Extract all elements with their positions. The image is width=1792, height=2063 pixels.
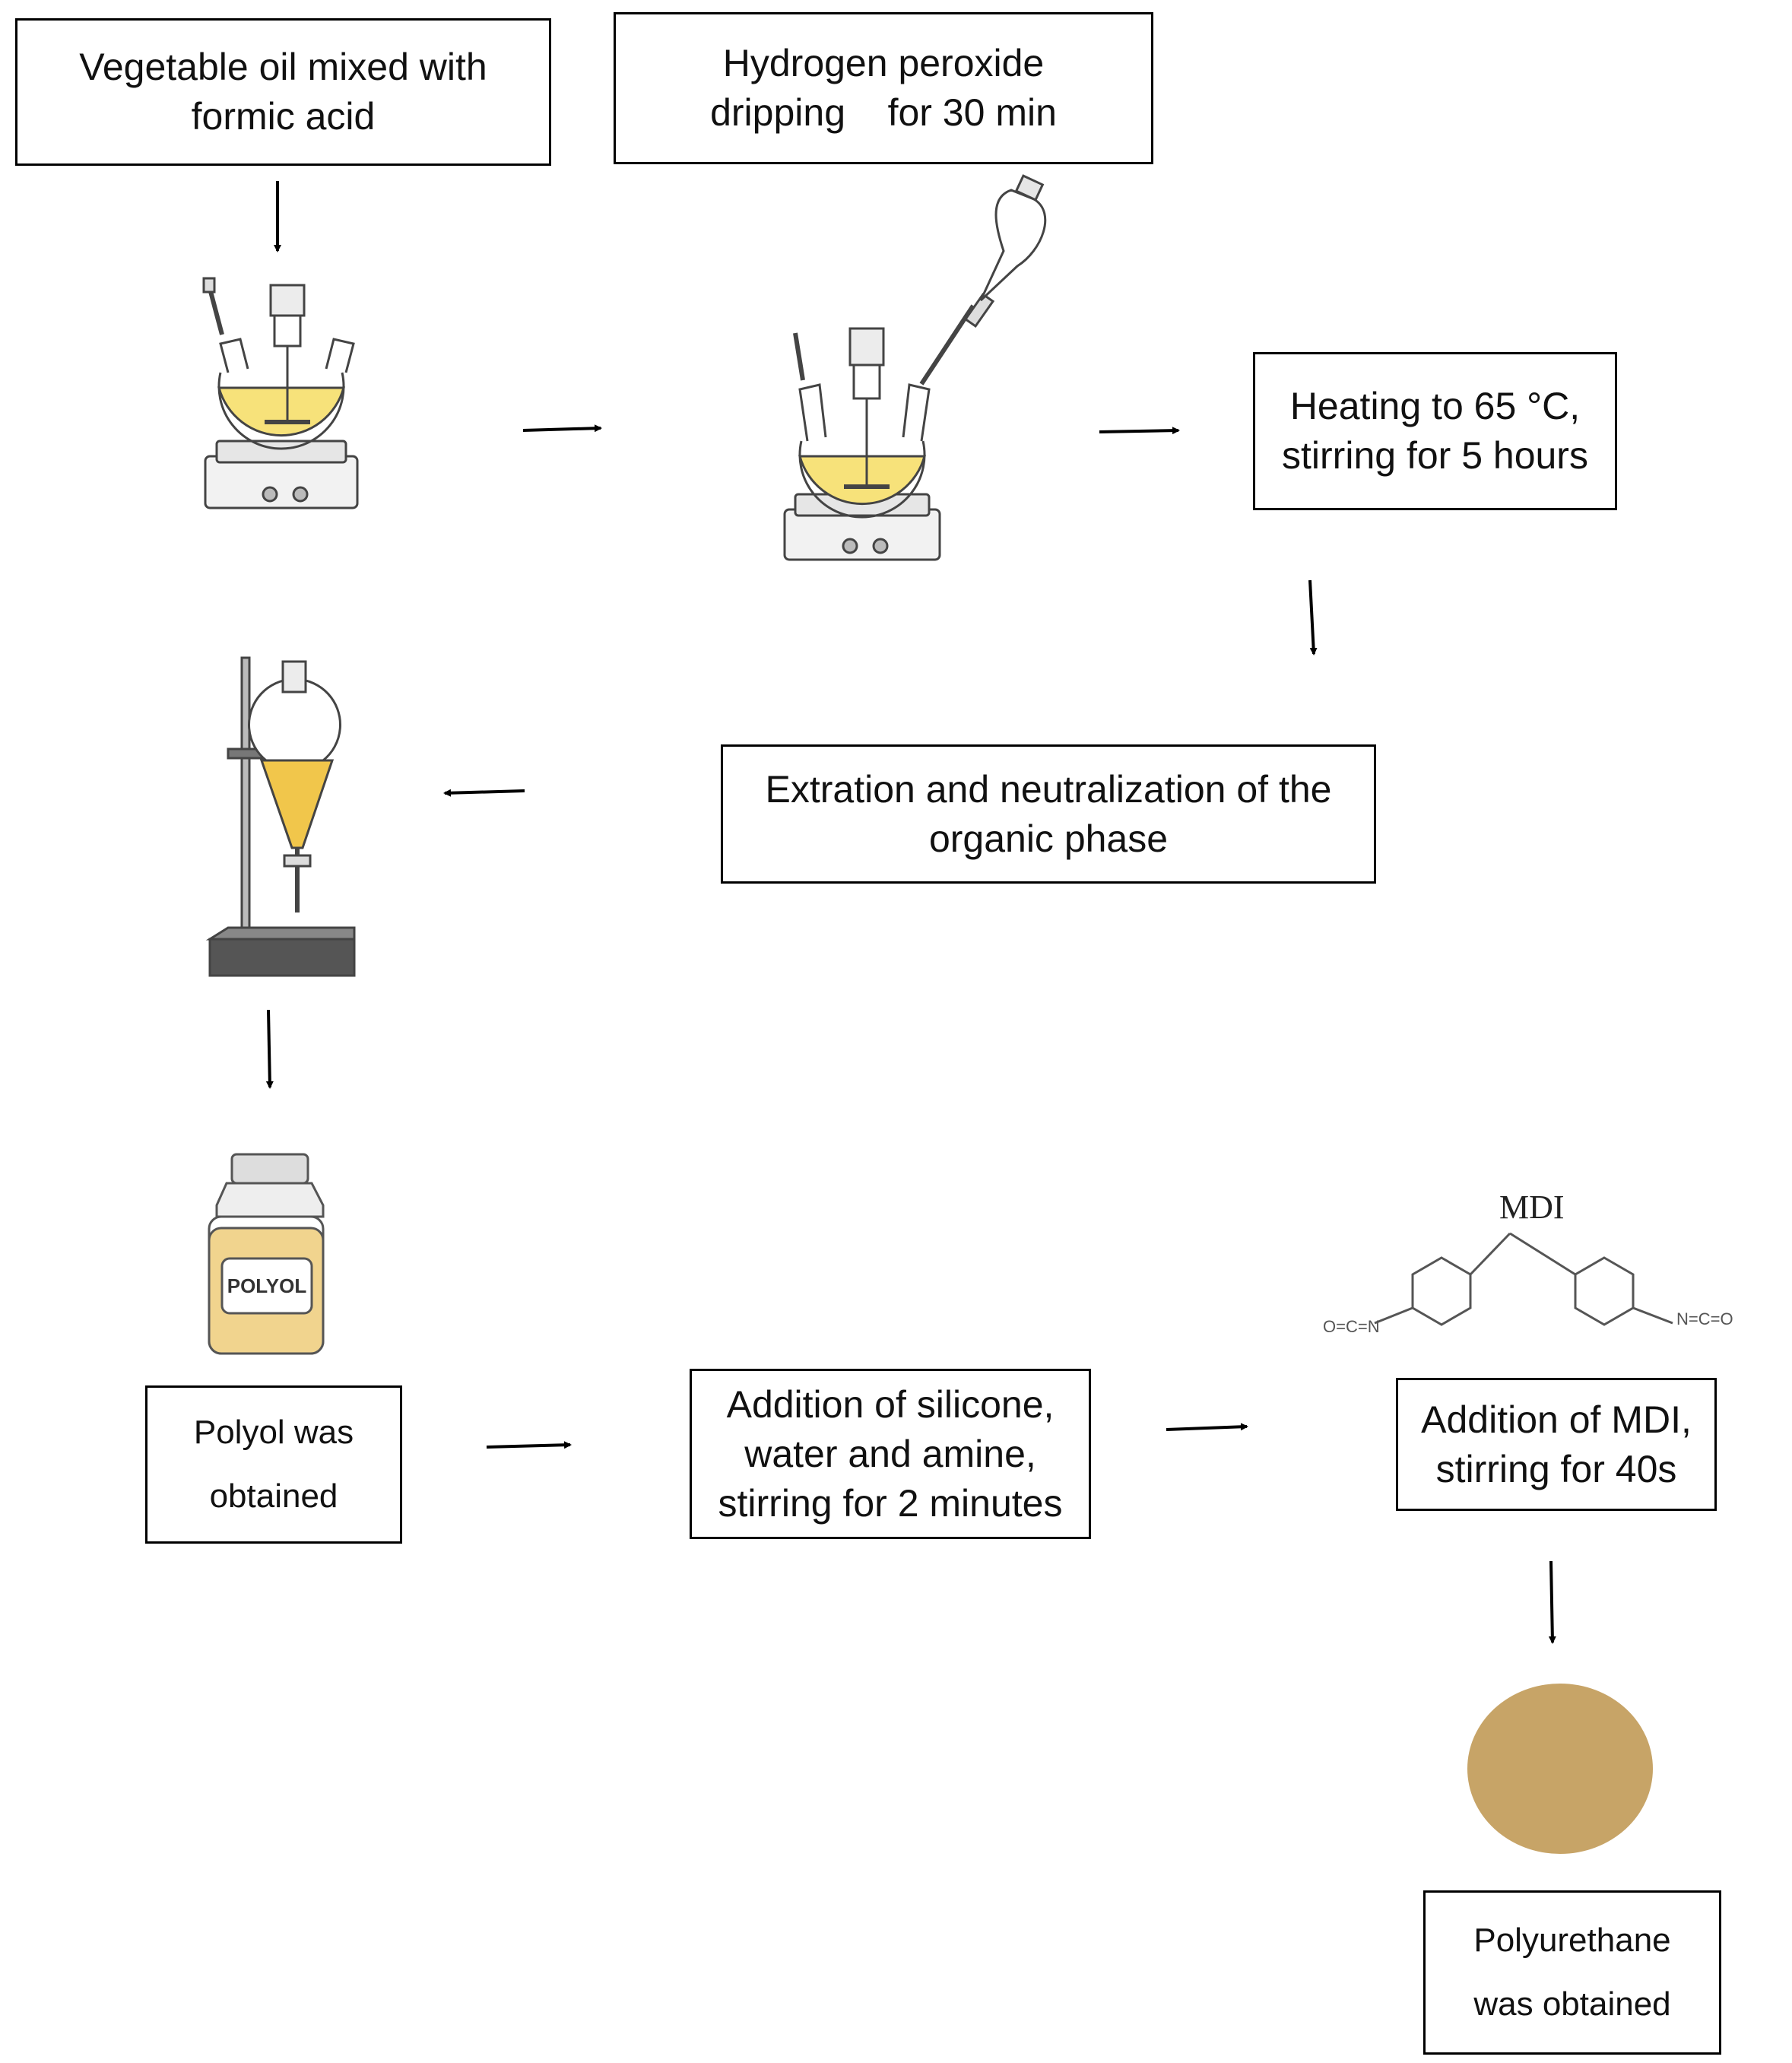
arrow-left xyxy=(443,789,525,797)
step-text: dripping for 30 min xyxy=(710,91,1057,134)
isocyanate-left: O=C=N xyxy=(1323,1317,1380,1336)
arrow-right xyxy=(522,424,602,433)
step-text: stirring for 40s xyxy=(1435,1447,1677,1490)
step-text: Heating to 65 °C, xyxy=(1289,385,1581,427)
step-polyol-box: Polyol was obtained xyxy=(145,1385,402,1544)
polyurethane-sample xyxy=(1467,1684,1653,1854)
step-addition-silicone-box: Addition of silicone, water and amine, s… xyxy=(690,1369,1091,1539)
step-polyurethane-box: Polyurethane was obtained xyxy=(1423,1890,1721,2055)
bottle-label: POLYOL xyxy=(227,1274,307,1297)
step-text: stirring for 2 minutes xyxy=(718,1481,1063,1525)
mdi-label: MDI xyxy=(1499,1189,1565,1226)
step-text: formic acid xyxy=(191,95,376,138)
step-hydrogen-peroxide-box: Hydrogen peroxide dripping for 30 min xyxy=(614,12,1153,164)
arrow-down xyxy=(265,1009,274,1089)
step-text: Extration and neutralization of the xyxy=(765,767,1332,811)
step-text: Hydrogen peroxide xyxy=(722,42,1045,84)
step-extraction-box: Extration and neutralization of the orga… xyxy=(721,744,1376,884)
step-text: organic phase xyxy=(928,817,1169,860)
mdi-structure-icon: O=C=N N=C=O xyxy=(1323,1232,1733,1336)
step-text: Polyurethane xyxy=(1473,1922,1671,1960)
step-text: obtained xyxy=(209,1477,338,1515)
step-text: Addition of silicone, xyxy=(726,1382,1055,1426)
step-text: water and amine, xyxy=(744,1432,1036,1475)
separatory-funnel-icon xyxy=(205,656,356,977)
step-vegetable-oil-box: Vegetable oil mixed with formic acid xyxy=(15,18,551,166)
arrow-right xyxy=(1166,1423,1248,1431)
step-addition-mdi-box: Addition of MDI, stirring for 40s xyxy=(1396,1378,1717,1511)
step-text: stirring for 5 hours xyxy=(1282,434,1588,477)
arrow-right xyxy=(1099,427,1180,435)
arrow-down xyxy=(1548,1560,1556,1644)
step-text: was obtained xyxy=(1473,1985,1671,2023)
step-text: Addition of MDI, xyxy=(1421,1398,1692,1441)
flask-with-dropping-funnel-icon xyxy=(783,174,1047,561)
arrow-right xyxy=(486,1441,572,1449)
step-text: Polyol was xyxy=(193,1414,354,1452)
polyol-bottle-icon: POLYOL xyxy=(208,1153,325,1355)
isocyanate-right: N=C=O xyxy=(1676,1309,1733,1328)
step-text: Vegetable oil mixed with xyxy=(79,46,487,88)
step-heating-box: Heating to 65 °C, stirring for 5 hours xyxy=(1253,352,1617,510)
arrow-down xyxy=(1308,579,1318,655)
three-neck-flask-icon xyxy=(202,277,359,509)
